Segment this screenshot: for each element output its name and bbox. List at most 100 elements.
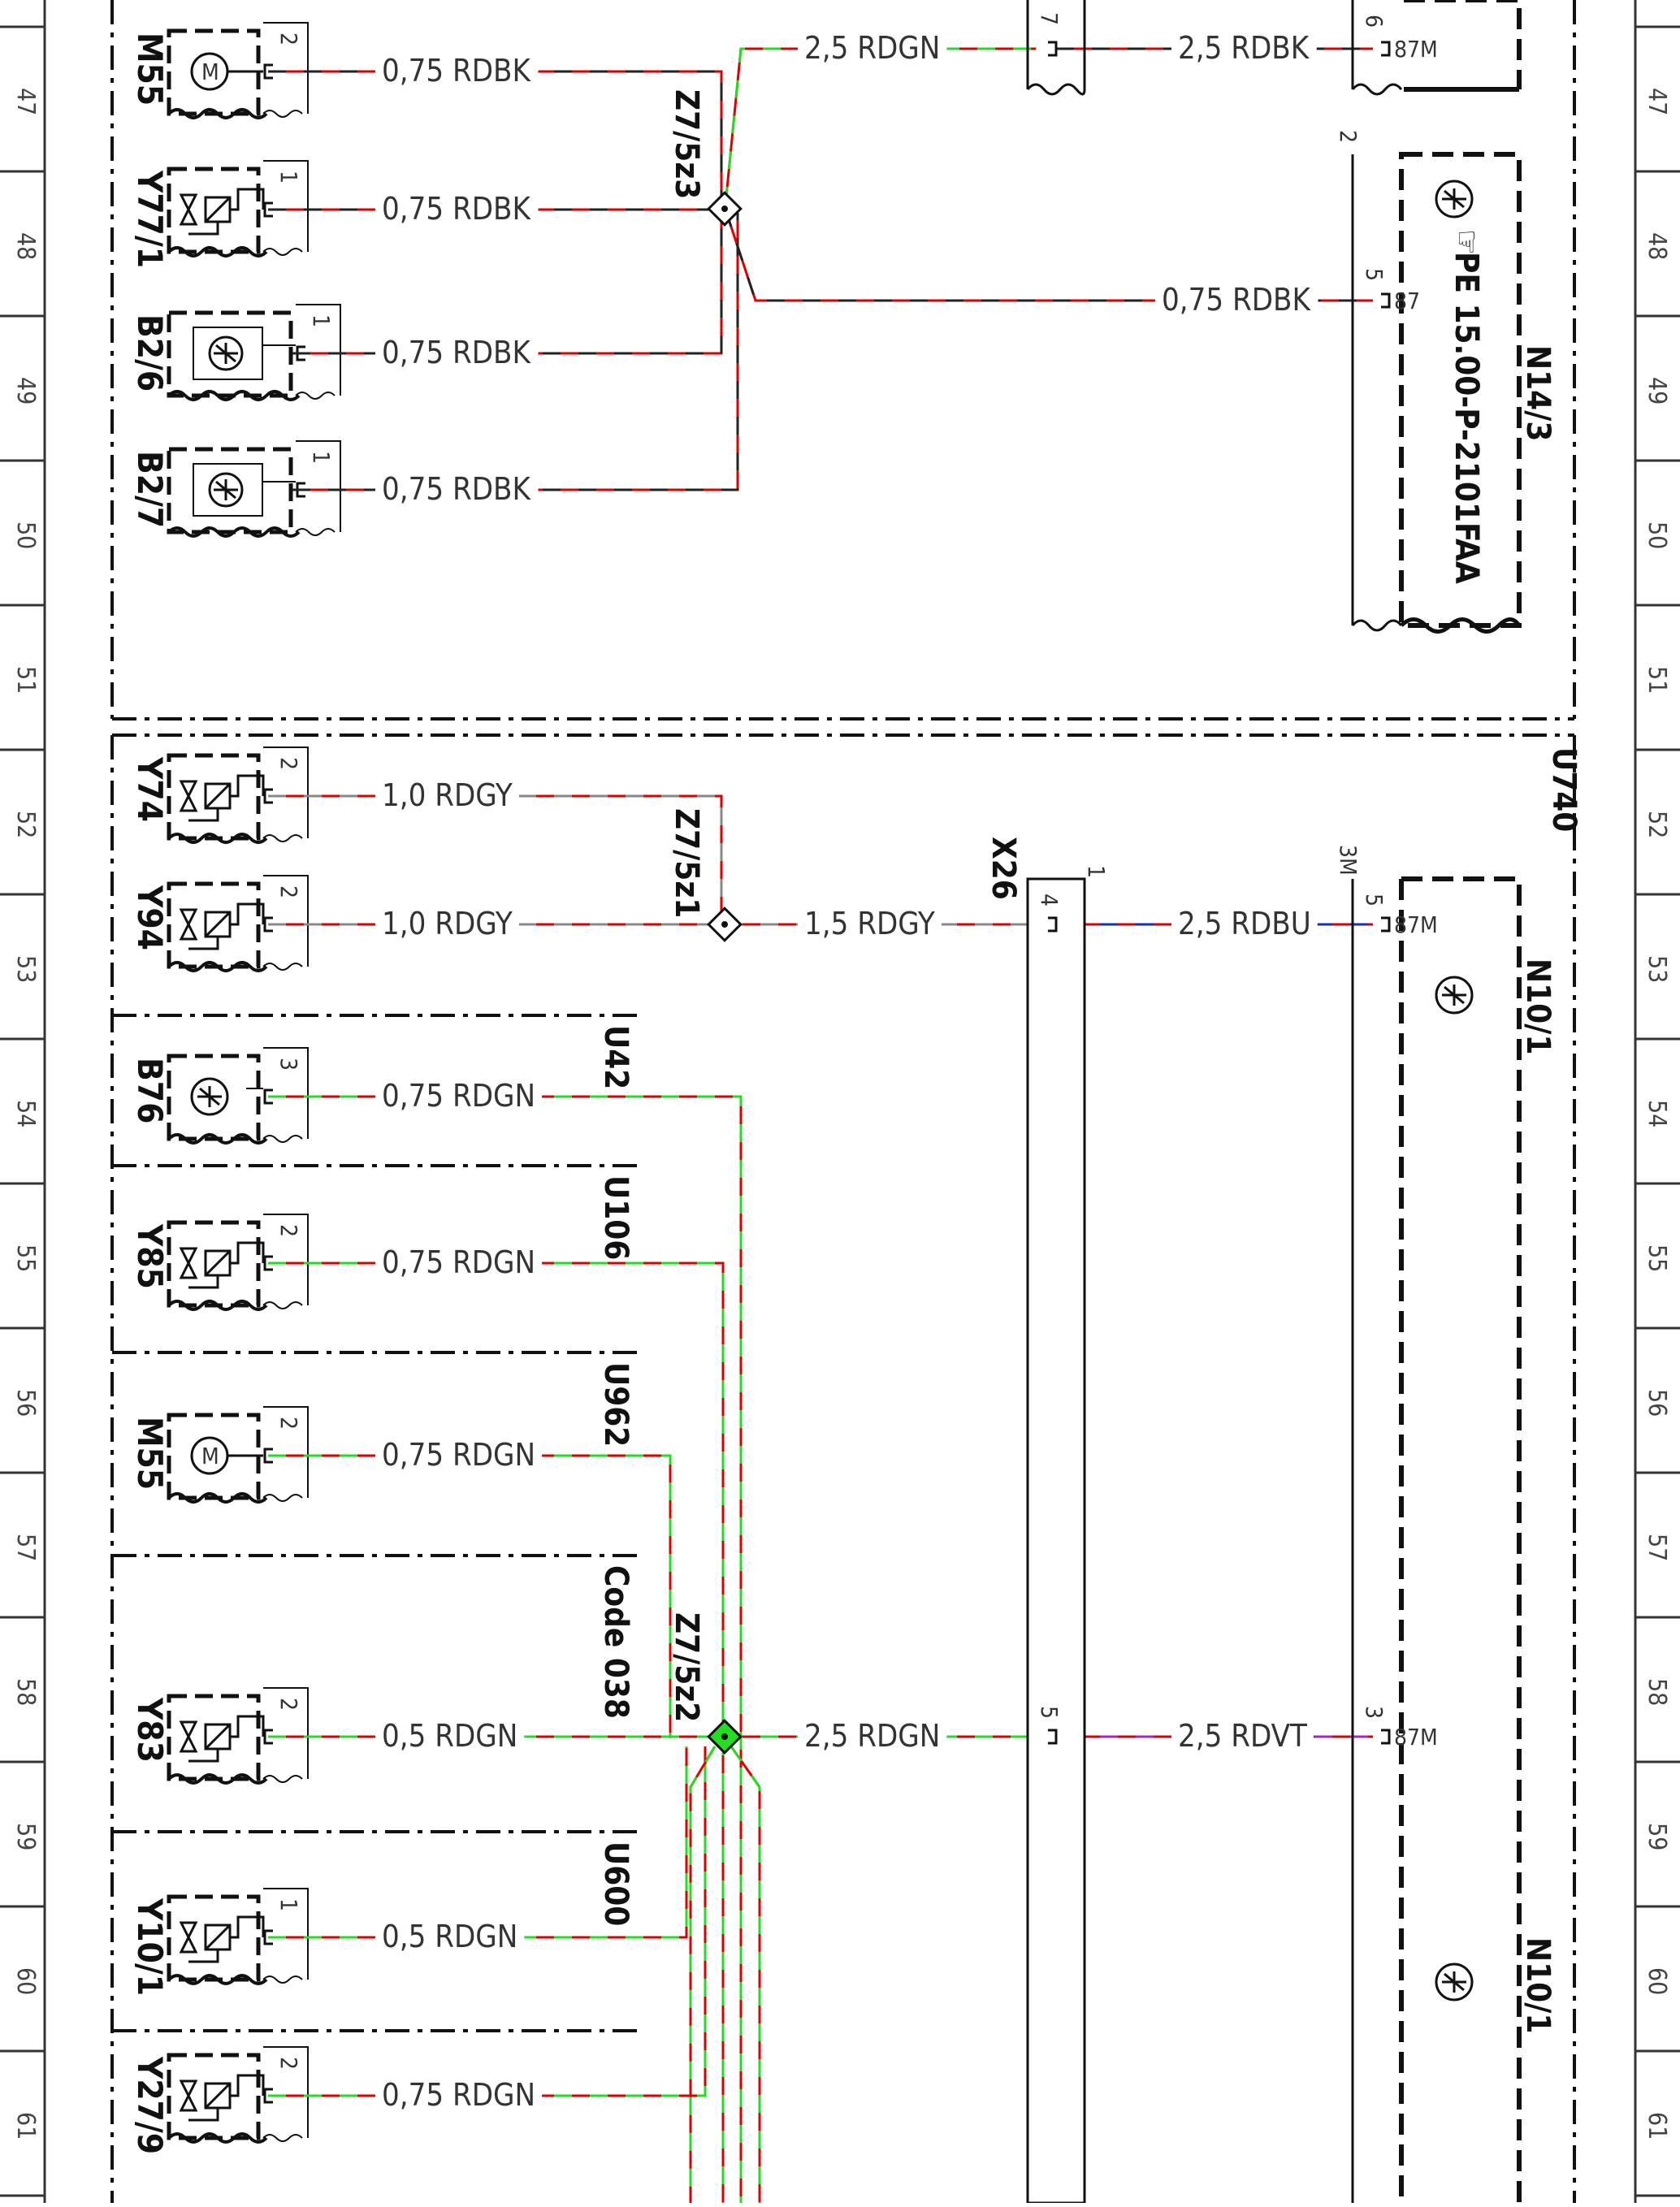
device-pin: 2 — [275, 1698, 302, 1711]
wire-label-bg — [375, 1076, 543, 1115]
row-number-right: 48 — [1643, 232, 1671, 260]
wire-label: 0,75 RDGN — [382, 2077, 535, 2113]
device-y83: 2 Y83 — [130, 1687, 309, 1785]
n14-3-pin-2: 2 — [1335, 130, 1362, 143]
zone-label-u600: U600 — [597, 1841, 634, 1926]
device-m55: 2M M55 — [130, 22, 309, 119]
row-number-left: 59 — [11, 1823, 40, 1850]
device-label: Y85 — [130, 1223, 170, 1289]
device-pin: 2 — [275, 885, 302, 898]
zone-label-u106: U106 — [597, 1175, 634, 1260]
device-label: B2/6 — [130, 314, 170, 392]
wire-label: 2,5 RDBK — [1178, 30, 1310, 66]
wire-label: 0,5 RDGN — [382, 1718, 517, 1754]
row-number-left: 52 — [11, 811, 40, 838]
x26-pin-4: 4 — [1036, 894, 1063, 907]
motor-icon: M — [201, 1443, 219, 1469]
row-number-left: 50 — [11, 521, 40, 549]
wire-m55-rdbk — [268, 70, 723, 207]
wire-label-bg — [375, 333, 539, 372]
wire-label-bg — [1171, 28, 1317, 67]
connector-x26 — [1026, 877, 1086, 2205]
device-pin: 2 — [275, 1224, 302, 1237]
wire-label-bg — [375, 51, 539, 90]
device-label: M55 — [130, 32, 170, 106]
wire-label-bg — [798, 28, 947, 67]
row-number-left: 58 — [11, 1678, 40, 1706]
device-label: Y74 — [130, 756, 170, 822]
wire-label: 2,5 RDGN — [804, 30, 940, 66]
wire-label-bg — [798, 1716, 947, 1755]
zone-label-u962: U962 — [597, 1362, 634, 1447]
device-b2-6: 1 B2/6 — [130, 304, 341, 401]
device-pin: 2 — [275, 32, 302, 45]
n14-3-pin-6: 6 — [1361, 15, 1388, 28]
wire-label: 0,75 RDBK — [382, 191, 531, 227]
row-number-right: 59 — [1643, 1823, 1671, 1850]
device-y74: 2 Y74 — [130, 746, 309, 844]
splice-label-z7-5z1: Z7/5z1 — [668, 808, 705, 918]
n14-3-term-87m: 87M — [1394, 36, 1438, 63]
row-number-right: 47 — [1643, 88, 1671, 115]
zone-upper-border — [110, 0, 1576, 721]
hand-pointer-icon: ☞ — [1448, 229, 1485, 255]
device-pin: 2 — [275, 1417, 302, 1430]
splice-z7-5z1 — [707, 907, 743, 942]
row-number-right: 58 — [1643, 1678, 1671, 1706]
wire-label: 0,75 RDGN — [382, 1078, 535, 1114]
n10-1-pin-3m: 3M — [1335, 845, 1362, 876]
n10-1-pin-5: 5 — [1361, 894, 1388, 907]
module-pe-reference: PE 15.00-P-2101FAA — [1448, 252, 1485, 584]
row-number-right: 61 — [1643, 2112, 1671, 2140]
wire-label-bg — [375, 189, 539, 228]
splice-label-z7-5z3: Z7/5z3 — [668, 89, 705, 199]
top-connector-pin-7: 7 — [1036, 12, 1063, 25]
device-label: B76 — [130, 1058, 170, 1123]
n14-3-term-87: 87 — [1394, 288, 1420, 314]
device-pin: 1 — [308, 314, 335, 327]
wire-label: 0,75 RDBK — [382, 53, 531, 89]
row-number-right: 50 — [1643, 521, 1671, 549]
row-number-right: 57 — [1643, 1534, 1671, 1561]
zone-label-u740: U740 — [1545, 747, 1583, 832]
device-label: Y77/1 — [130, 170, 170, 268]
row-number-right: 53 — [1643, 955, 1671, 983]
row-number-right: 49 — [1643, 377, 1671, 405]
row-number-right: 52 — [1643, 811, 1671, 838]
x26-pin-5: 5 — [1036, 1706, 1063, 1719]
n10-1-pin-3: 3 — [1361, 1706, 1388, 1719]
wire-label-bg — [375, 1243, 543, 1282]
wire-label-bg — [1171, 904, 1318, 943]
wire-z75z2-down-b — [730, 1746, 761, 2203]
device-pin: 3 — [275, 1058, 302, 1071]
device-b2-7: 1B2/7 — [130, 440, 341, 538]
row-number-right: 54 — [1643, 1100, 1671, 1127]
splice-z7-5z3 — [707, 191, 743, 227]
device-label: B2/7 — [130, 451, 170, 528]
row-number-right: 60 — [1643, 1967, 1671, 1995]
device-label: Y83 — [130, 1697, 170, 1763]
row-number-left: 53 — [11, 955, 40, 983]
module-label-n10-1-a: N10/1 — [1519, 959, 1557, 1054]
wire-label: 1,0 RDGY — [382, 777, 513, 813]
wire-label: 2,5 RDGN — [804, 1718, 940, 1754]
row-number-left: 56 — [11, 1389, 40, 1417]
wire-label-bg — [375, 2075, 543, 2114]
zone-label-u42: U42 — [597, 1025, 634, 1089]
wire-label: 2,5 RDBU — [1178, 906, 1311, 941]
wire-label: 0,5 RDGN — [382, 1919, 517, 1954]
row-number-left: 49 — [11, 377, 40, 405]
wire-label: 1,5 RDGY — [804, 906, 935, 941]
device-pin: 2 — [275, 757, 302, 770]
wire-label-bg — [1171, 1716, 1314, 1755]
connector-top-7 — [1026, 0, 1086, 96]
row-number-left: 51 — [11, 666, 40, 694]
row-number-left: 47 — [11, 88, 40, 115]
motor-icon: M — [201, 58, 219, 85]
wire-label-bg — [375, 1917, 525, 1956]
wire-label: 0,75 RDBK — [382, 471, 531, 507]
row-number-left: 55 — [11, 1244, 40, 1272]
